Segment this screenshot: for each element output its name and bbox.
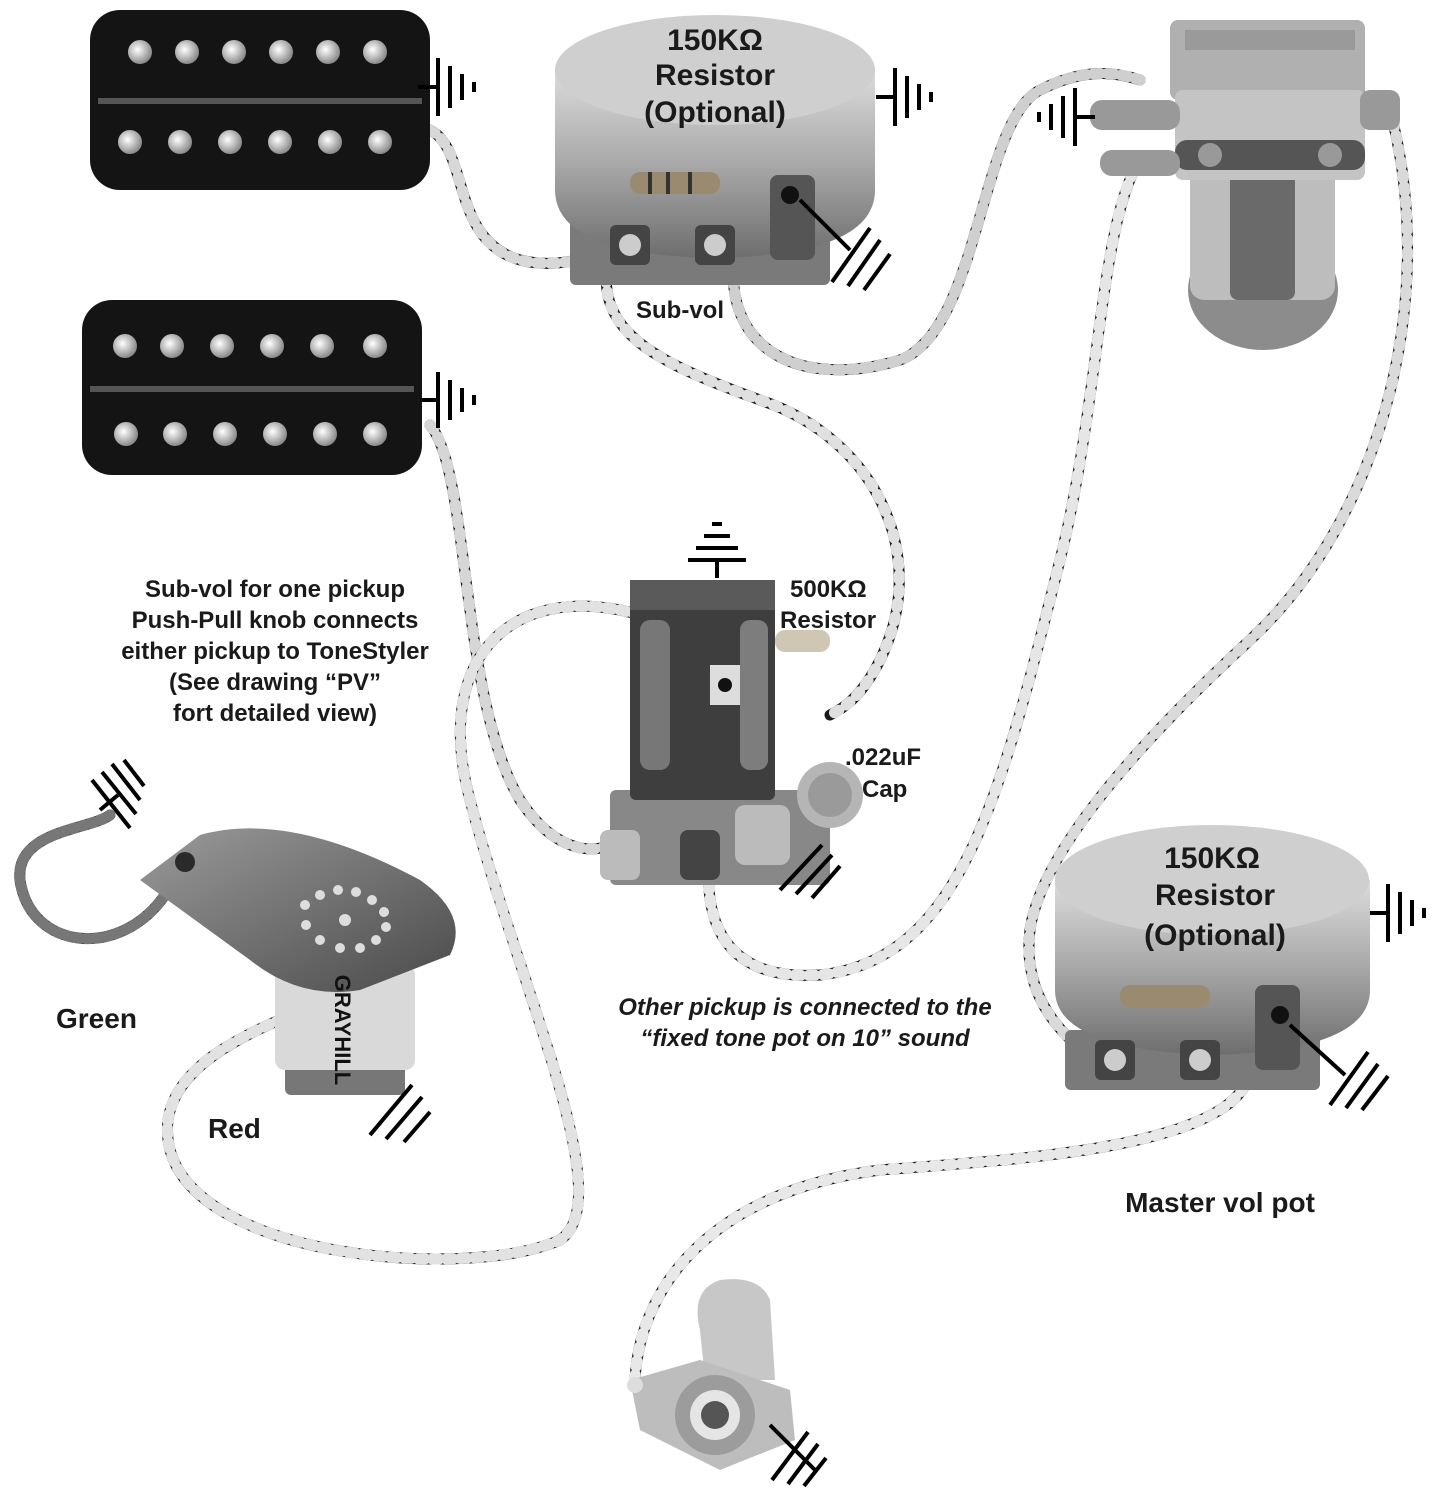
- wire-tonestyler-rotary: [162, 600, 646, 1265]
- pole-pieces-top: [113, 334, 387, 358]
- other-pickup-note: Other pickup is connected to the “fixed …: [580, 992, 1030, 1054]
- resistor-component: [630, 172, 720, 194]
- chassis-ground-icon: [368, 1083, 432, 1144]
- humbucker-pickup-neck: [82, 300, 422, 475]
- wire-switch-tonestyler: [703, 154, 1146, 981]
- resistor-master-line2: Resistor: [1155, 879, 1275, 912]
- humbucker-pickup-bridge: [90, 10, 430, 190]
- ground-symbol-icon: [876, 68, 933, 126]
- wire-switch-master: [1023, 104, 1414, 1076]
- ground-symbol-icon: [1370, 884, 1426, 942]
- rotary-contacts: [300, 885, 391, 953]
- note-line: Push-Pull knob connects: [131, 607, 419, 634]
- note-line: “fixed tone pot on 10” sound: [640, 1025, 970, 1052]
- red-wire-label: Red: [208, 1113, 261, 1144]
- note-line: Other pickup is connected to the: [618, 994, 992, 1021]
- green-wire-label: Green: [56, 1003, 137, 1034]
- resistor-master-line3: (Optional): [1144, 919, 1286, 952]
- ground-symbol-icon: [1037, 88, 1095, 146]
- wire-subvol-switch: [727, 68, 1146, 376]
- resistor-500k-line2: Resistor: [780, 607, 876, 634]
- master-vol-label: Master vol pot: [1125, 1187, 1315, 1218]
- wires: [14, 68, 1414, 1386]
- pole-pieces-bottom: [114, 422, 387, 446]
- cap-line2: Cap: [862, 776, 907, 803]
- ground-symbol-icon: [418, 58, 476, 116]
- ground-symbol-icon: [688, 522, 746, 578]
- cap-line1: .022uF: [845, 744, 921, 771]
- wire-subvol-tonestyler: [600, 244, 905, 721]
- toggle-switch: [1090, 20, 1400, 350]
- ground-symbol-icon: [90, 758, 146, 830]
- sub-vol-pot: 150KΩ Resistor (Optional) Sub-vol: [555, 15, 875, 324]
- resistor-top-line3: (Optional): [644, 96, 786, 129]
- note-line: (See drawing “PV”: [168, 669, 382, 696]
- tonestyler-unit: [600, 580, 863, 885]
- resistor-500k-line1: 500KΩ: [790, 576, 867, 603]
- chassis-ground-icon: [798, 198, 892, 292]
- rotary-brand-text: GRAYHILL: [330, 975, 355, 1085]
- resistor-master-line1: 150KΩ: [1164, 842, 1260, 875]
- pole-pieces-bottom: [118, 130, 392, 154]
- resistor-component: [1120, 985, 1210, 1007]
- chassis-ground-icon: [778, 843, 842, 900]
- rotary-switch: GRAYHILL: [140, 828, 456, 1095]
- master-vol-pot: 150KΩ Resistor (Optional): [1055, 825, 1370, 1090]
- wire-rotary-green: [14, 809, 171, 944]
- note-line: either pickup to ToneStyler: [121, 638, 429, 665]
- chassis-ground-icon: [768, 1423, 828, 1488]
- note-line: Sub-vol for one pickup: [144, 576, 405, 603]
- resistor-top-line1: 150KΩ: [667, 24, 763, 57]
- chassis-ground-icon: [1288, 1023, 1390, 1112]
- resistor-top-line2: Resistor: [655, 59, 775, 92]
- pole-pieces-top: [128, 40, 387, 64]
- wire-pickup2-tonestyler: [424, 419, 616, 855]
- note-line: fort detailed view): [172, 700, 378, 727]
- sub-vol-label: Sub-vol: [636, 297, 724, 324]
- resistor-500k-component: [775, 630, 830, 652]
- ground-symbol-icon: [420, 372, 476, 428]
- wire-master-jack: [629, 1054, 1256, 1386]
- subvol-pushpull-note: Sub-vol for one pickup Push-Pull knob co…: [95, 574, 455, 729]
- output-jack: [627, 1279, 795, 1470]
